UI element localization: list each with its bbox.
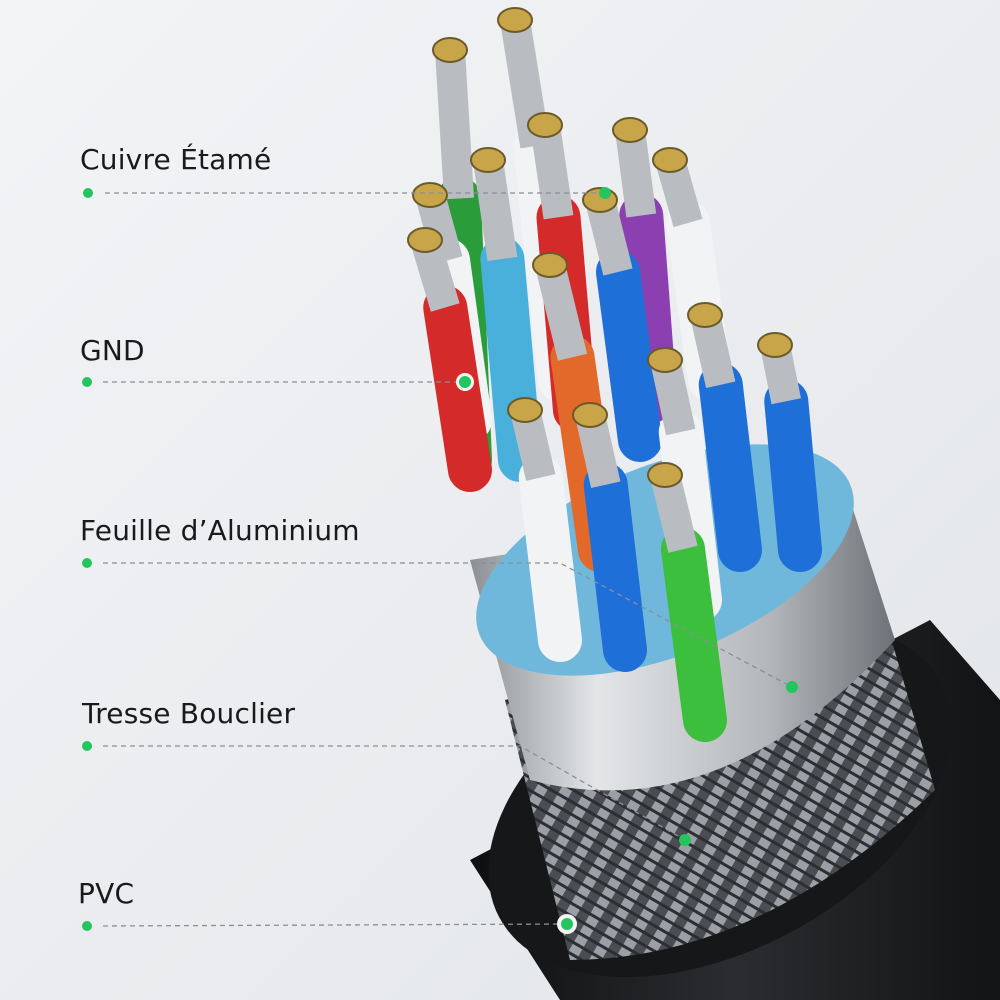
wire <box>687 302 762 572</box>
markers <box>82 187 798 934</box>
conductor-wires <box>407 7 822 742</box>
marker-dot <box>83 188 93 198</box>
label-pvc: PVC <box>78 877 135 910</box>
leader-lines <box>102 192 793 927</box>
label-cuivre-etame: Cuivre Étamé <box>80 143 272 176</box>
label-tresse-bouclier: Tresse Bouclier <box>82 697 296 730</box>
wire <box>572 402 647 672</box>
label-feuille-aluminium: Feuille d’Aluminium <box>80 514 360 547</box>
wire <box>757 332 822 572</box>
wire <box>507 397 582 662</box>
leader-tresse <box>103 745 686 841</box>
leader-feuille <box>103 562 793 688</box>
leader-pvc <box>102 923 568 927</box>
wire <box>407 227 492 492</box>
wire <box>647 462 727 742</box>
label-gnd: GND <box>80 334 145 367</box>
